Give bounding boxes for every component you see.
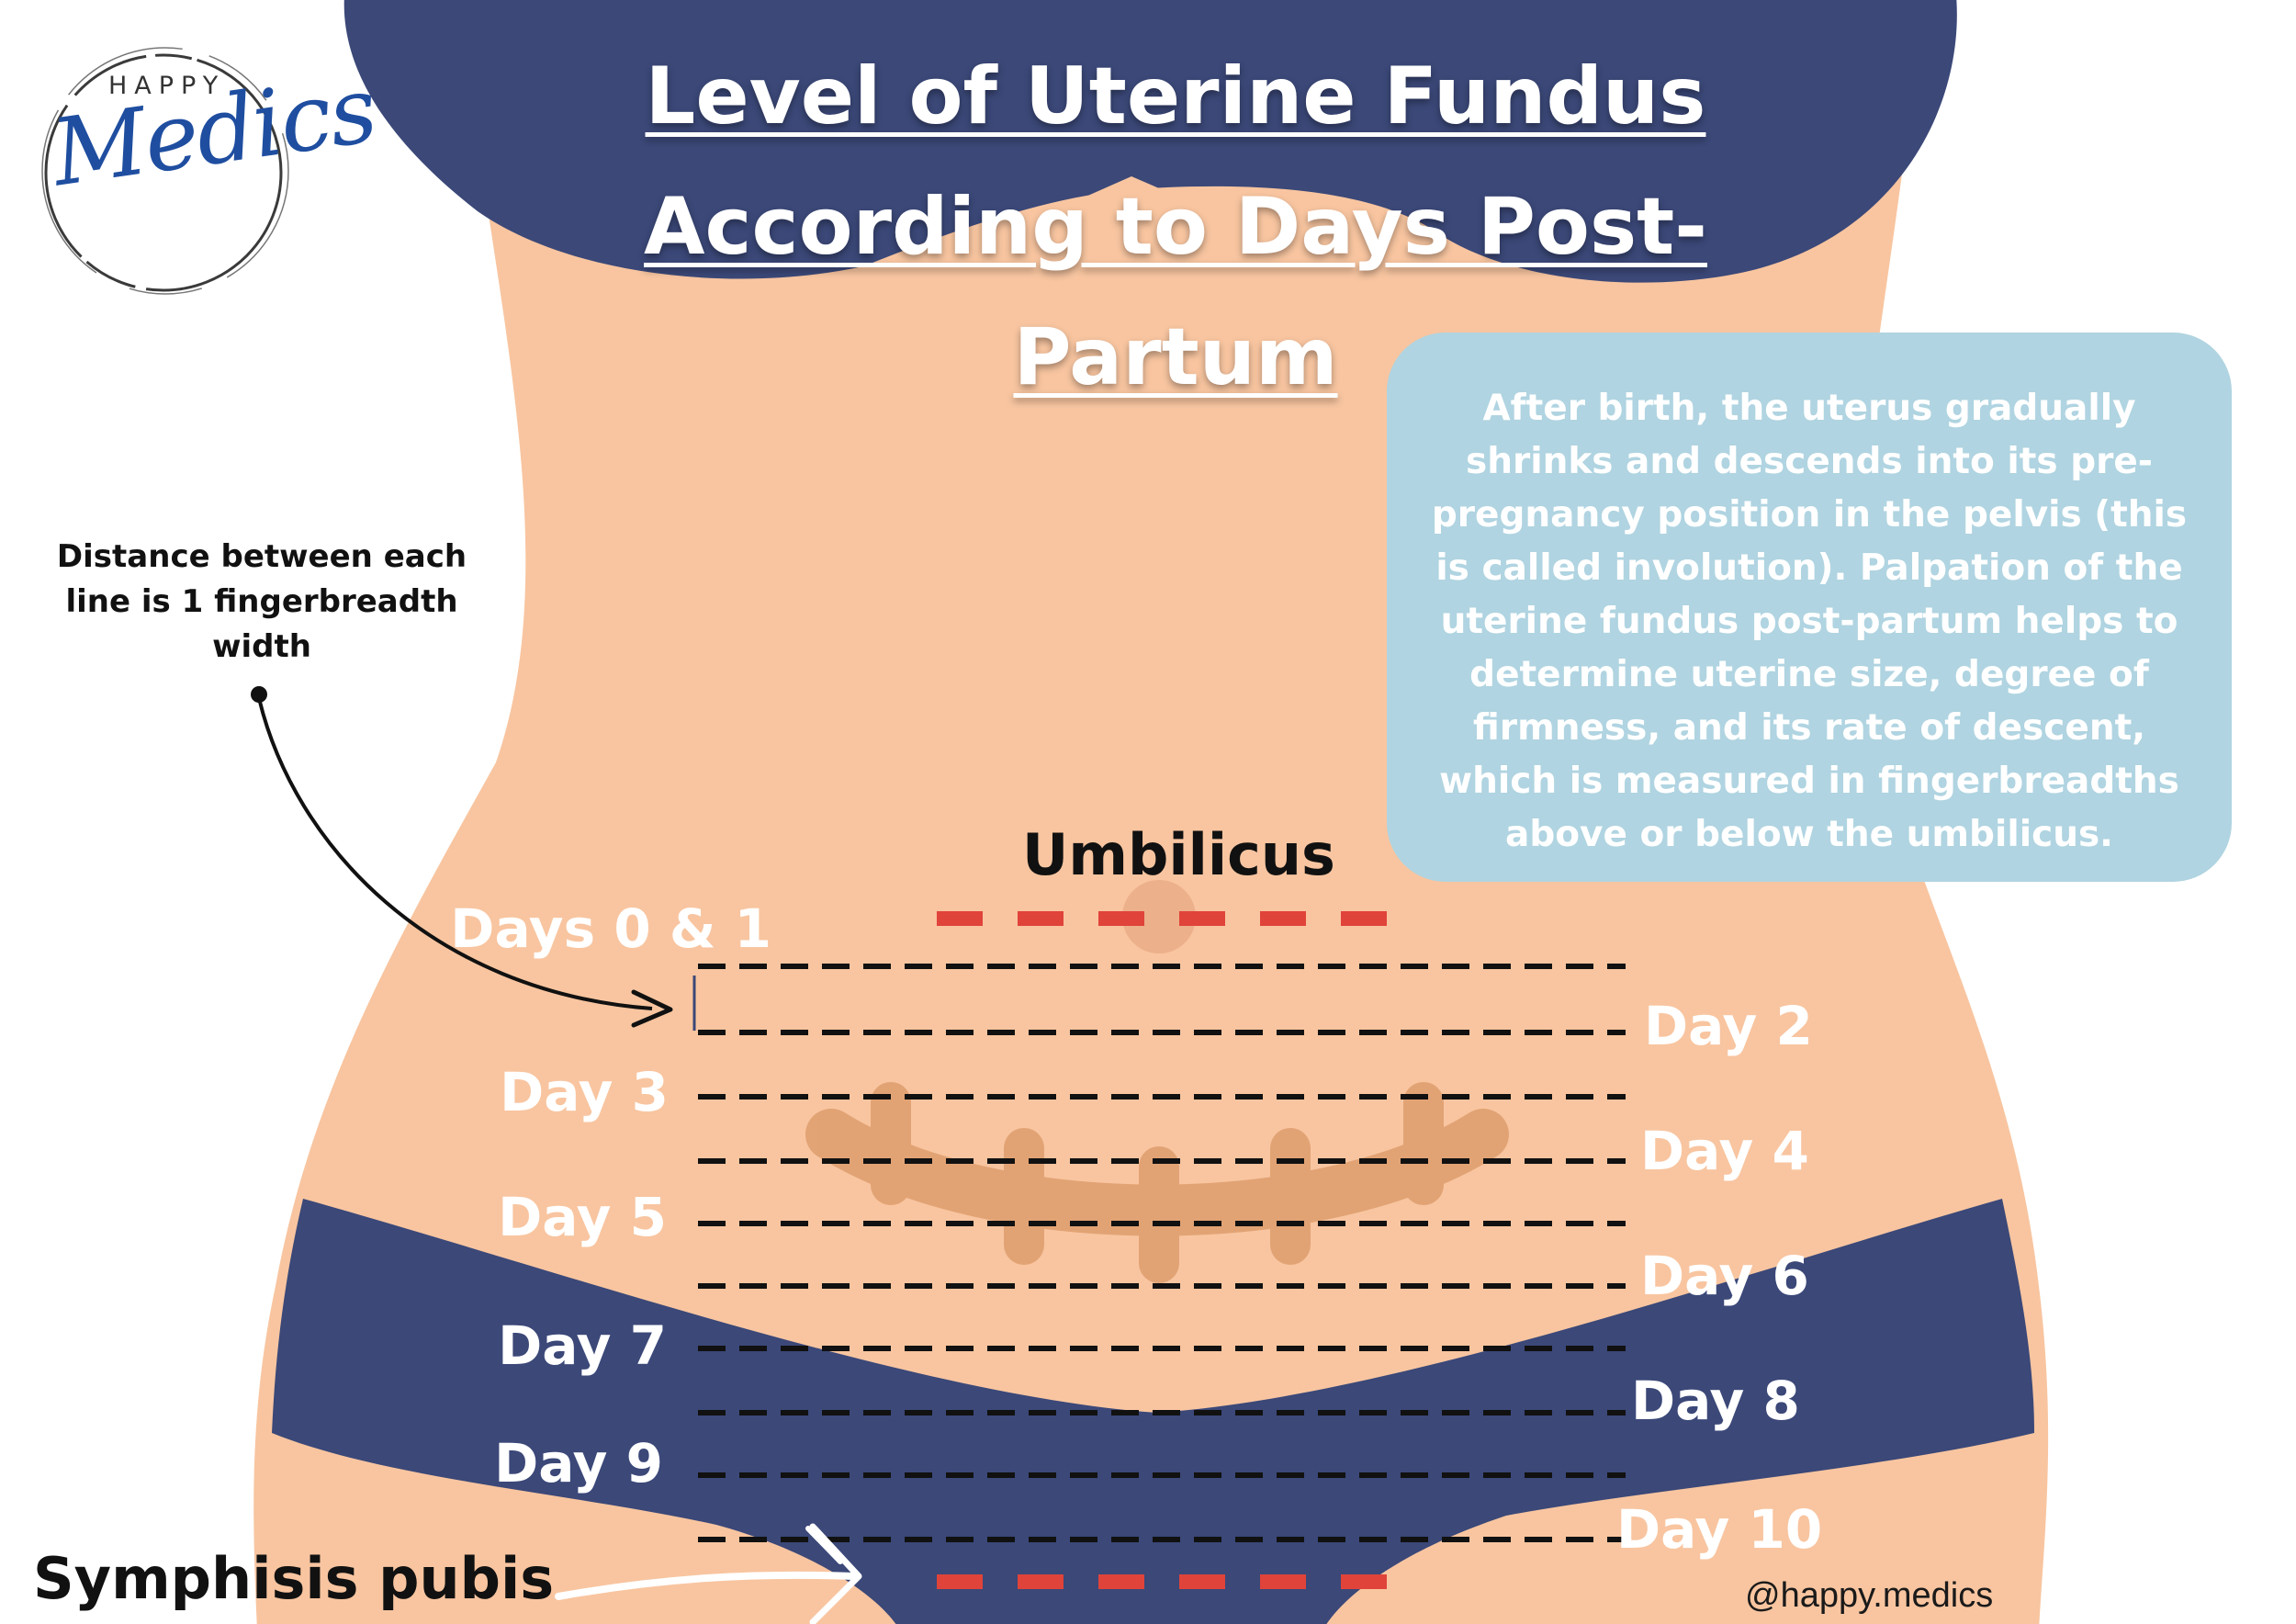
note-dot xyxy=(251,686,267,703)
label-day-6: Day 6 xyxy=(1640,1245,1809,1307)
scar xyxy=(805,1082,1509,1283)
label-day-4: Day 4 xyxy=(1640,1120,1809,1182)
label-day-7: Day 7 xyxy=(498,1314,667,1377)
symphysis-pubis-label: Symphisis pubis xyxy=(33,1545,555,1612)
symphysis-arrow-line xyxy=(555,1571,858,1600)
bra-center-gap xyxy=(1084,176,1180,197)
logo-ring-icon xyxy=(41,47,289,295)
info-box: After birth, the uterus gradually shrink… xyxy=(1387,333,2232,882)
label-day-9: Day 9 xyxy=(494,1432,663,1494)
umbilicus-label: Umbilicus xyxy=(1022,821,1335,888)
bra-top xyxy=(343,0,1957,283)
symphysis-arrow-tick xyxy=(805,1526,843,1564)
label-day-2: Day 2 xyxy=(1644,995,1813,1057)
label-day-5: Day 5 xyxy=(498,1186,667,1248)
logo-happy-text: HAPPY xyxy=(108,72,226,100)
title-line-3: Partum xyxy=(1013,311,1338,403)
note-arrow-curve xyxy=(257,697,653,1010)
title-line-2: According to Days Post- xyxy=(644,181,1707,273)
fingerbreadth-lines xyxy=(698,964,1626,1542)
title-line-1: Level of Uterine Fundus xyxy=(645,51,1706,142)
note-arrow-head xyxy=(631,989,673,1028)
happy-medics-logo xyxy=(28,35,303,310)
umbilicus-mark xyxy=(1122,880,1196,953)
symphysis-arrow-head xyxy=(809,1523,862,1624)
underwear xyxy=(272,1199,2034,1624)
social-handle: @happy.medics xyxy=(1745,1576,1994,1615)
fingerbreadth-note: Distance between each line is 1 fingerbr… xyxy=(56,538,467,665)
label-day-10: Day 10 xyxy=(1616,1498,1823,1561)
info-box-text: After birth, the uterus gradually shrink… xyxy=(1431,388,2188,855)
label-days-0-1: Days 0 & 1 xyxy=(450,897,771,960)
label-day-3: Day 3 xyxy=(500,1061,669,1123)
label-day-8: Day 8 xyxy=(1631,1370,1800,1432)
